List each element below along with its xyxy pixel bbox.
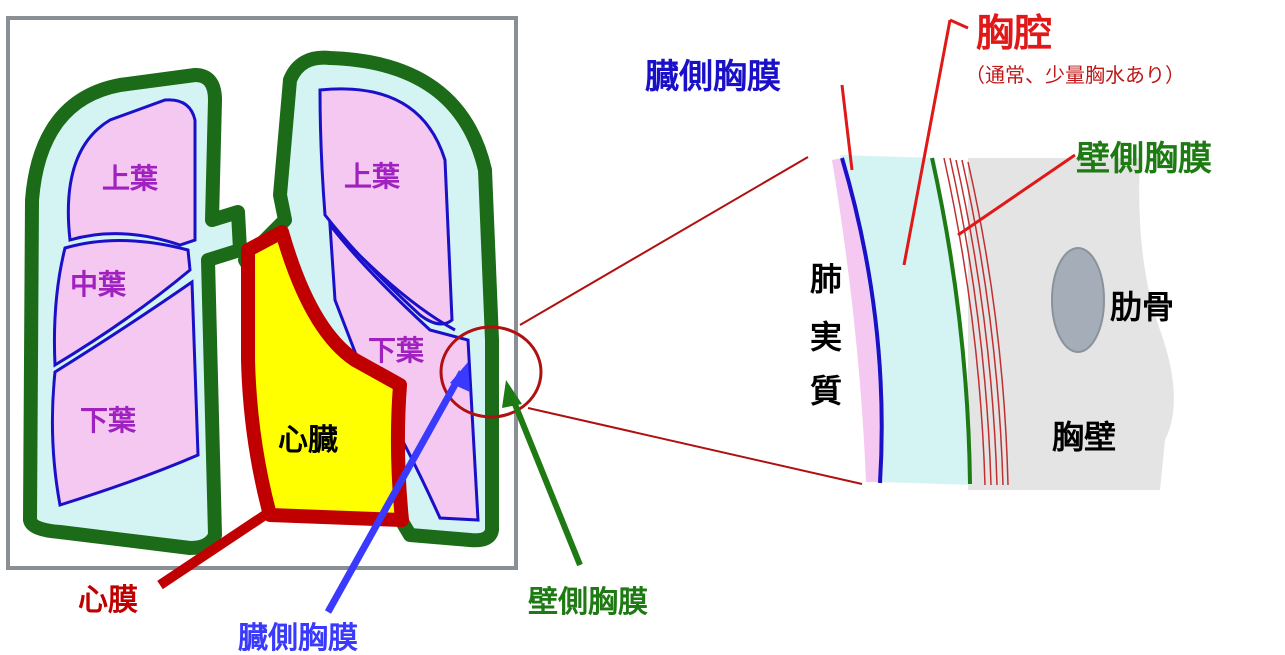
zoom-line-bottom	[527, 407, 863, 485]
detail-panel: 臓側胸膜 胸腔 （通常、少量胸水あり） 壁側胸膜 肺 実 質 肋骨 胸壁	[645, 11, 1212, 490]
visceral-pointer	[840, 84, 854, 171]
pleural-cavity-note: （通常、少量胸水あり）	[965, 63, 1185, 87]
detail-pleural-cavity	[840, 155, 972, 485]
left-upper-lobe-label: 上葉	[344, 160, 401, 193]
chest-panel: 上葉 上葉 中葉 下葉 下葉 心臓	[6, 16, 518, 570]
parietal-pleura-callout-label: 壁側胸膜	[528, 585, 648, 620]
lung-parenchyma	[832, 158, 881, 482]
right-upper-lobe-label: 上葉	[102, 162, 159, 195]
cavity-pointer	[902, 19, 952, 266]
lung-parenchyma-char-3: 質	[810, 372, 842, 410]
right-lower-lobe-label: 下葉	[80, 404, 137, 437]
lung-parenchyma-char-1: 肺	[810, 260, 842, 298]
muscle-layer-5	[967, 161, 1009, 486]
pleural-cavity-label: 胸腔	[976, 11, 1052, 55]
visceral-pleura-callout-label: 臓側胸膜	[238, 621, 358, 655]
visceral-pleura-label: 臓側胸膜	[645, 57, 781, 97]
left-fissure	[328, 223, 456, 332]
parietal-pleura-label: 壁側胸膜	[1076, 139, 1212, 179]
heart-label: 心臓	[278, 423, 338, 458]
visceral-pleura-arrowhead	[450, 362, 470, 392]
chest-wall-label: 胸壁	[1052, 418, 1116, 456]
muscle-layer-2	[949, 157, 992, 486]
parietal-pleura-line	[930, 157, 972, 485]
lung-parenchyma-char-2: 実	[810, 318, 842, 356]
parietal-pleura-arrow	[507, 390, 583, 567]
heart	[241, 225, 409, 527]
muscle-layer-1	[943, 157, 986, 486]
rib	[1051, 247, 1105, 353]
left-lower-lobe-label: 下葉	[368, 334, 425, 367]
parietal-pleura-arrowhead	[502, 380, 522, 408]
muscle-layer-4	[961, 159, 1004, 486]
visceral-pleura-arrow	[324, 370, 466, 614]
rib-label: 肋骨	[1110, 288, 1174, 326]
cavity-pointer-tick	[949, 18, 969, 30]
zoom-circle	[439, 325, 543, 419]
parietal-pointer	[957, 153, 1076, 237]
right-middle-lobe-label: 中葉	[70, 268, 127, 301]
pericardium-arrow	[157, 510, 269, 590]
callout-arrows	[157, 362, 583, 614]
right-upper-lobe	[66, 98, 197, 247]
pericardium-label: 心膜	[78, 583, 138, 618]
left-upper-lobe	[318, 87, 454, 326]
right-lower-lobe	[50, 279, 200, 507]
visceral-pleura-line	[840, 157, 884, 484]
zoom-indicator	[439, 156, 863, 485]
zoom-line-top	[519, 156, 809, 326]
muscle-layer-3	[955, 159, 998, 486]
right-middle-lobe	[52, 239, 192, 368]
